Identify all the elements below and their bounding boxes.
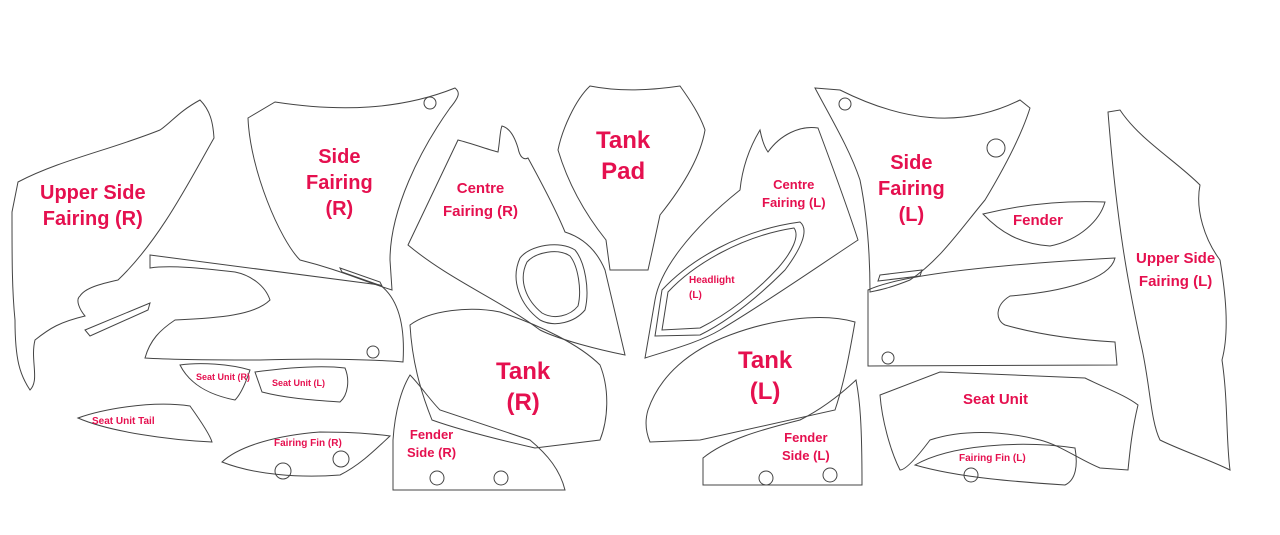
outline-centre-fairing-r [407, 125, 626, 356]
label-tank-l: Tank(L) [738, 347, 793, 406]
outline-fairing-fin-r [221, 431, 392, 477]
outline-tank-r [409, 308, 608, 449]
label-seat-unit-tail: Seat Unit Tail [92, 416, 155, 427]
mount-hole [493, 470, 509, 486]
label-seat-unit-l: Seat Unit (L) [272, 378, 325, 388]
outline-lower-fairing-l [867, 257, 1118, 367]
outline-seat-unit [879, 371, 1139, 471]
outline-side-fairing-r [247, 87, 459, 291]
mount-hole [758, 470, 774, 486]
label-seat-unit-r: Seat Unit (R) [196, 372, 250, 382]
mount-hole [274, 462, 292, 480]
outline-fender-side-l [702, 379, 863, 486]
label-seat-unit: Seat Unit [963, 391, 1029, 408]
outline-fairing-fin-l [913, 443, 1077, 486]
mount-hole [881, 351, 895, 365]
mount-hole [838, 97, 852, 111]
outline-stripe [877, 269, 923, 282]
mount-hole [423, 96, 437, 110]
mount-hole [963, 467, 979, 483]
outline-headlight-r-inner [522, 251, 581, 317]
label-fairing-fin-l: Fairing Fin (L) [959, 453, 1026, 464]
outline-tank-l [645, 317, 856, 443]
label-fender: Fender [1013, 212, 1064, 229]
mount-hole [366, 345, 380, 359]
mount-hole [429, 470, 445, 486]
outline-stripe [339, 267, 383, 287]
label-tank-r: Tank(R) [496, 358, 551, 417]
label-fairing-fin-r: Fairing Fin (R) [274, 438, 342, 449]
outline-upper-side-fairing-l [1107, 109, 1231, 471]
outline-fender [982, 201, 1106, 247]
mount-hole [986, 138, 1006, 158]
outline-lower-fairing-r [144, 254, 404, 363]
outline-seat-unit-l [254, 366, 349, 403]
outline-fender-side-r [392, 374, 566, 491]
outline-upper-side-fairing-r [11, 99, 215, 391]
outline-tank-pad [557, 85, 706, 271]
outline-headlight-r [515, 244, 588, 325]
label-headlight-l: Headlight(L) [689, 275, 735, 301]
mount-hole [332, 450, 350, 468]
outline-seat-unit-r [179, 363, 251, 401]
outline-stripe [84, 302, 151, 337]
outline-headlight-l-inner [661, 227, 797, 331]
outline-headlight-l [654, 221, 805, 337]
mount-hole [822, 467, 838, 483]
outline-centre-fairing-l [644, 126, 859, 359]
outline-seat-unit-tail [76, 403, 213, 443]
outline-side-fairing-l [814, 87, 1031, 293]
